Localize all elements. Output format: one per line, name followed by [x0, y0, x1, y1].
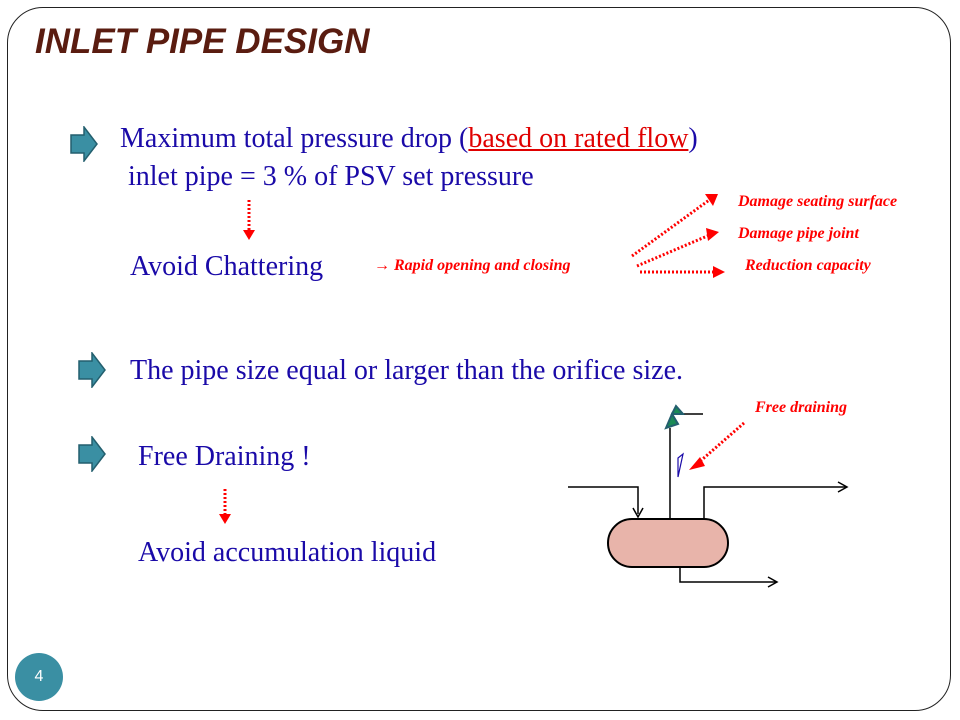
- effect-damage-pipe-joint: Damage pipe joint: [738, 225, 859, 242]
- bullet-2-text: The pipe size equal or larger than the o…: [130, 355, 684, 386]
- psv-valve-icon: [664, 411, 680, 430]
- free-draining-label: Free draining: [755, 399, 848, 416]
- bullet-1-suffix: ): [688, 123, 698, 154]
- arrow-bullet-icon: [78, 436, 106, 472]
- bullet-1-prefix: Maximum total pressure drop (: [120, 123, 469, 154]
- avoid-chattering-text: Avoid Chattering: [130, 251, 324, 282]
- arrow-bullet-icon: [70, 126, 98, 162]
- arrow-bullet-icon: [78, 352, 106, 388]
- down-arrow-icon: [243, 200, 255, 240]
- bullet-1-line-2: inlet pipe = 3 % of PSV set pressure: [128, 161, 534, 192]
- avoid-accumulation-text: Avoid accumulation liquid: [138, 537, 437, 568]
- effect-damage-seating: Damage seating surface: [738, 193, 898, 210]
- page-number-badge: 4: [15, 653, 63, 701]
- effect-arrows: [631, 196, 715, 274]
- bullet-3-text: Free Draining !: [138, 441, 311, 472]
- vessel-diagram: [568, 404, 849, 588]
- slope-indicator-icon: [677, 452, 684, 478]
- slide-frame: [7, 7, 951, 711]
- bullet-1-line-1: Maximum total pressure drop (based on ra…: [120, 125, 698, 153]
- effect-reduction-capacity: Reduction capacity: [745, 257, 871, 274]
- down-arrow-icon: [219, 489, 231, 524]
- rapid-opening-text: → Rapid opening and closing: [374, 257, 571, 274]
- rated-flow-highlight: based on rated flow: [468, 123, 689, 154]
- slide-title: INLET PIPE DESIGN: [35, 22, 370, 61]
